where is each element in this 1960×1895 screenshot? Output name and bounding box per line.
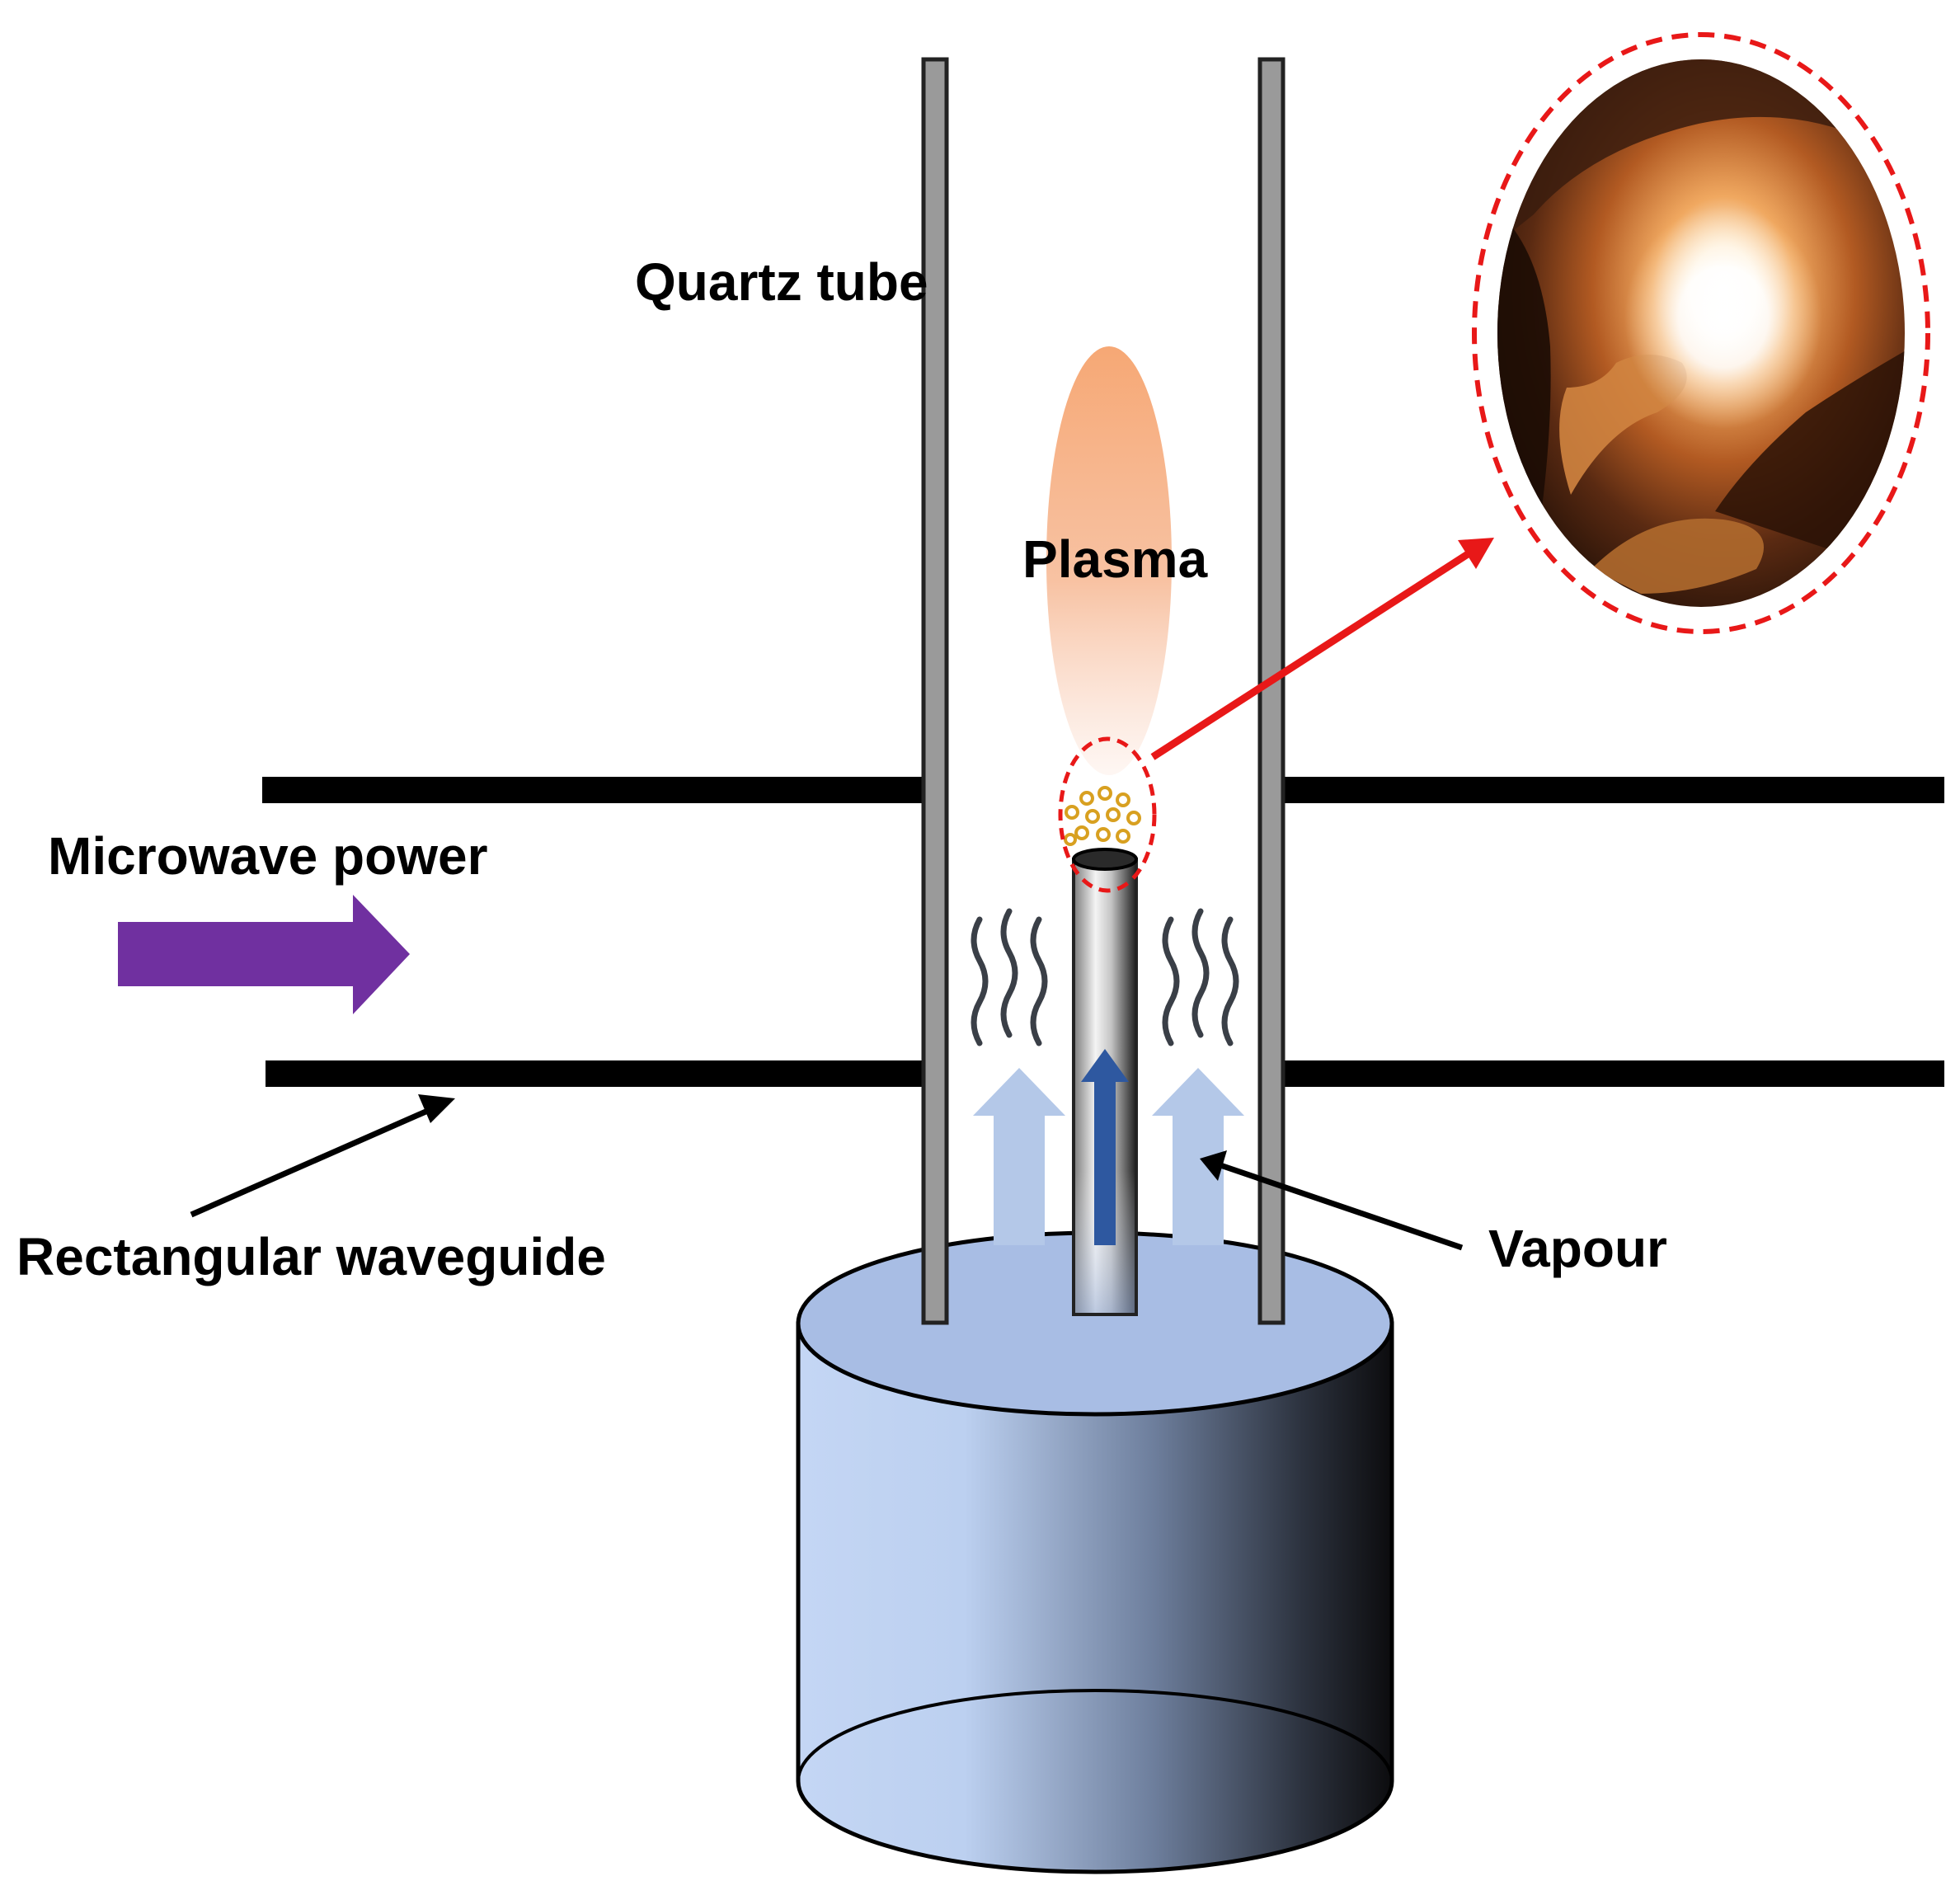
callout-small-ellipse — [1058, 736, 1157, 893]
vapour-label: Vapour — [1488, 1219, 1667, 1278]
up-arrow-icon — [1152, 1068, 1244, 1245]
vapour-pointer-head — [1200, 1150, 1227, 1181]
particle — [1074, 825, 1089, 840]
wavy-line-icon — [1162, 916, 1180, 1046]
waveguide-top-left — [262, 777, 924, 803]
photo-dark-upper — [1497, 59, 1905, 247]
callout-arrow — [1150, 538, 1494, 760]
callout-large-ellipse — [1472, 32, 1930, 634]
rectangular-waveguide — [262, 777, 1944, 1087]
particle — [1065, 805, 1079, 820]
plasma-label: Plasma — [1022, 529, 1208, 589]
waveguide-bottom-left — [266, 1060, 924, 1087]
quartz-tube-label: Quartz tube — [635, 252, 928, 312]
particle — [1098, 786, 1112, 801]
plasma-flame — [1046, 346, 1172, 775]
up-arrow-icon — [1081, 1049, 1129, 1245]
pipe-opening — [1072, 848, 1138, 871]
right-arrow-icon — [118, 895, 410, 1014]
callout-arrowhead — [1458, 538, 1494, 569]
waveguide-bottom-right — [1283, 1060, 1944, 1087]
container-bottom-rim — [797, 1689, 1394, 1874]
vapour-arrows — [973, 1068, 1244, 1245]
wavy-line-icon — [1192, 908, 1210, 1038]
wavy-line-icon — [1030, 916, 1048, 1046]
particle — [1106, 807, 1121, 822]
waveguide-top-right — [1283, 777, 1944, 803]
quartz-tube-left-wall — [921, 57, 949, 1325]
wavy-line-icon — [1000, 908, 1018, 1038]
up-arrow-icon — [973, 1068, 1065, 1245]
particle — [1085, 809, 1100, 824]
plasma-photo — [1472, 32, 1930, 634]
label-pointers — [190, 1094, 1464, 1251]
wavy-line-icon — [971, 916, 989, 1046]
vapour-waves — [971, 908, 1239, 1046]
waveguide-pointer-head — [418, 1094, 455, 1123]
particle — [1096, 827, 1111, 842]
particle — [1064, 833, 1077, 846]
photo-glow — [1624, 206, 1822, 429]
particle — [1116, 792, 1130, 807]
quartz-tube-right-wall — [1257, 57, 1286, 1325]
inner-pipe — [1072, 848, 1138, 1316]
wavy-line-icon — [1221, 916, 1239, 1046]
particle — [1126, 811, 1141, 825]
waveguide-pointer-line — [190, 1103, 439, 1218]
photo-rock-lower — [1591, 518, 1764, 594]
nanoparticles — [1064, 786, 1141, 846]
particle — [1116, 829, 1130, 844]
quartz-tube — [921, 57, 1286, 1325]
rectangular-waveguide-label: Rectangular waveguide — [16, 1227, 606, 1286]
vapour-pointer-line — [1219, 1162, 1464, 1251]
microwave-power-label: Microwave power — [48, 826, 488, 886]
particle — [1079, 791, 1094, 806]
water-container — [796, 1230, 1394, 1874]
callout-arrow-line — [1150, 551, 1470, 760]
